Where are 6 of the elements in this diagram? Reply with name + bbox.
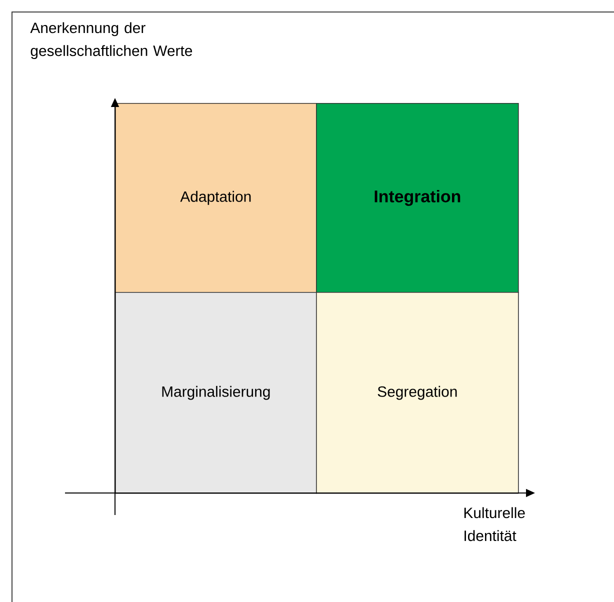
quadrant-box: Segregation	[316, 292, 519, 494]
quadrant-box: Integration	[316, 103, 519, 293]
quadrant-box: Marginalisierung	[115, 292, 317, 494]
axis-label: Anerkennung der gesellschaftlichen Werte	[30, 22, 192, 60]
axis-label: Kulturelle Identität	[464, 507, 525, 542]
quadrant-box: Adaptation	[115, 103, 317, 293]
